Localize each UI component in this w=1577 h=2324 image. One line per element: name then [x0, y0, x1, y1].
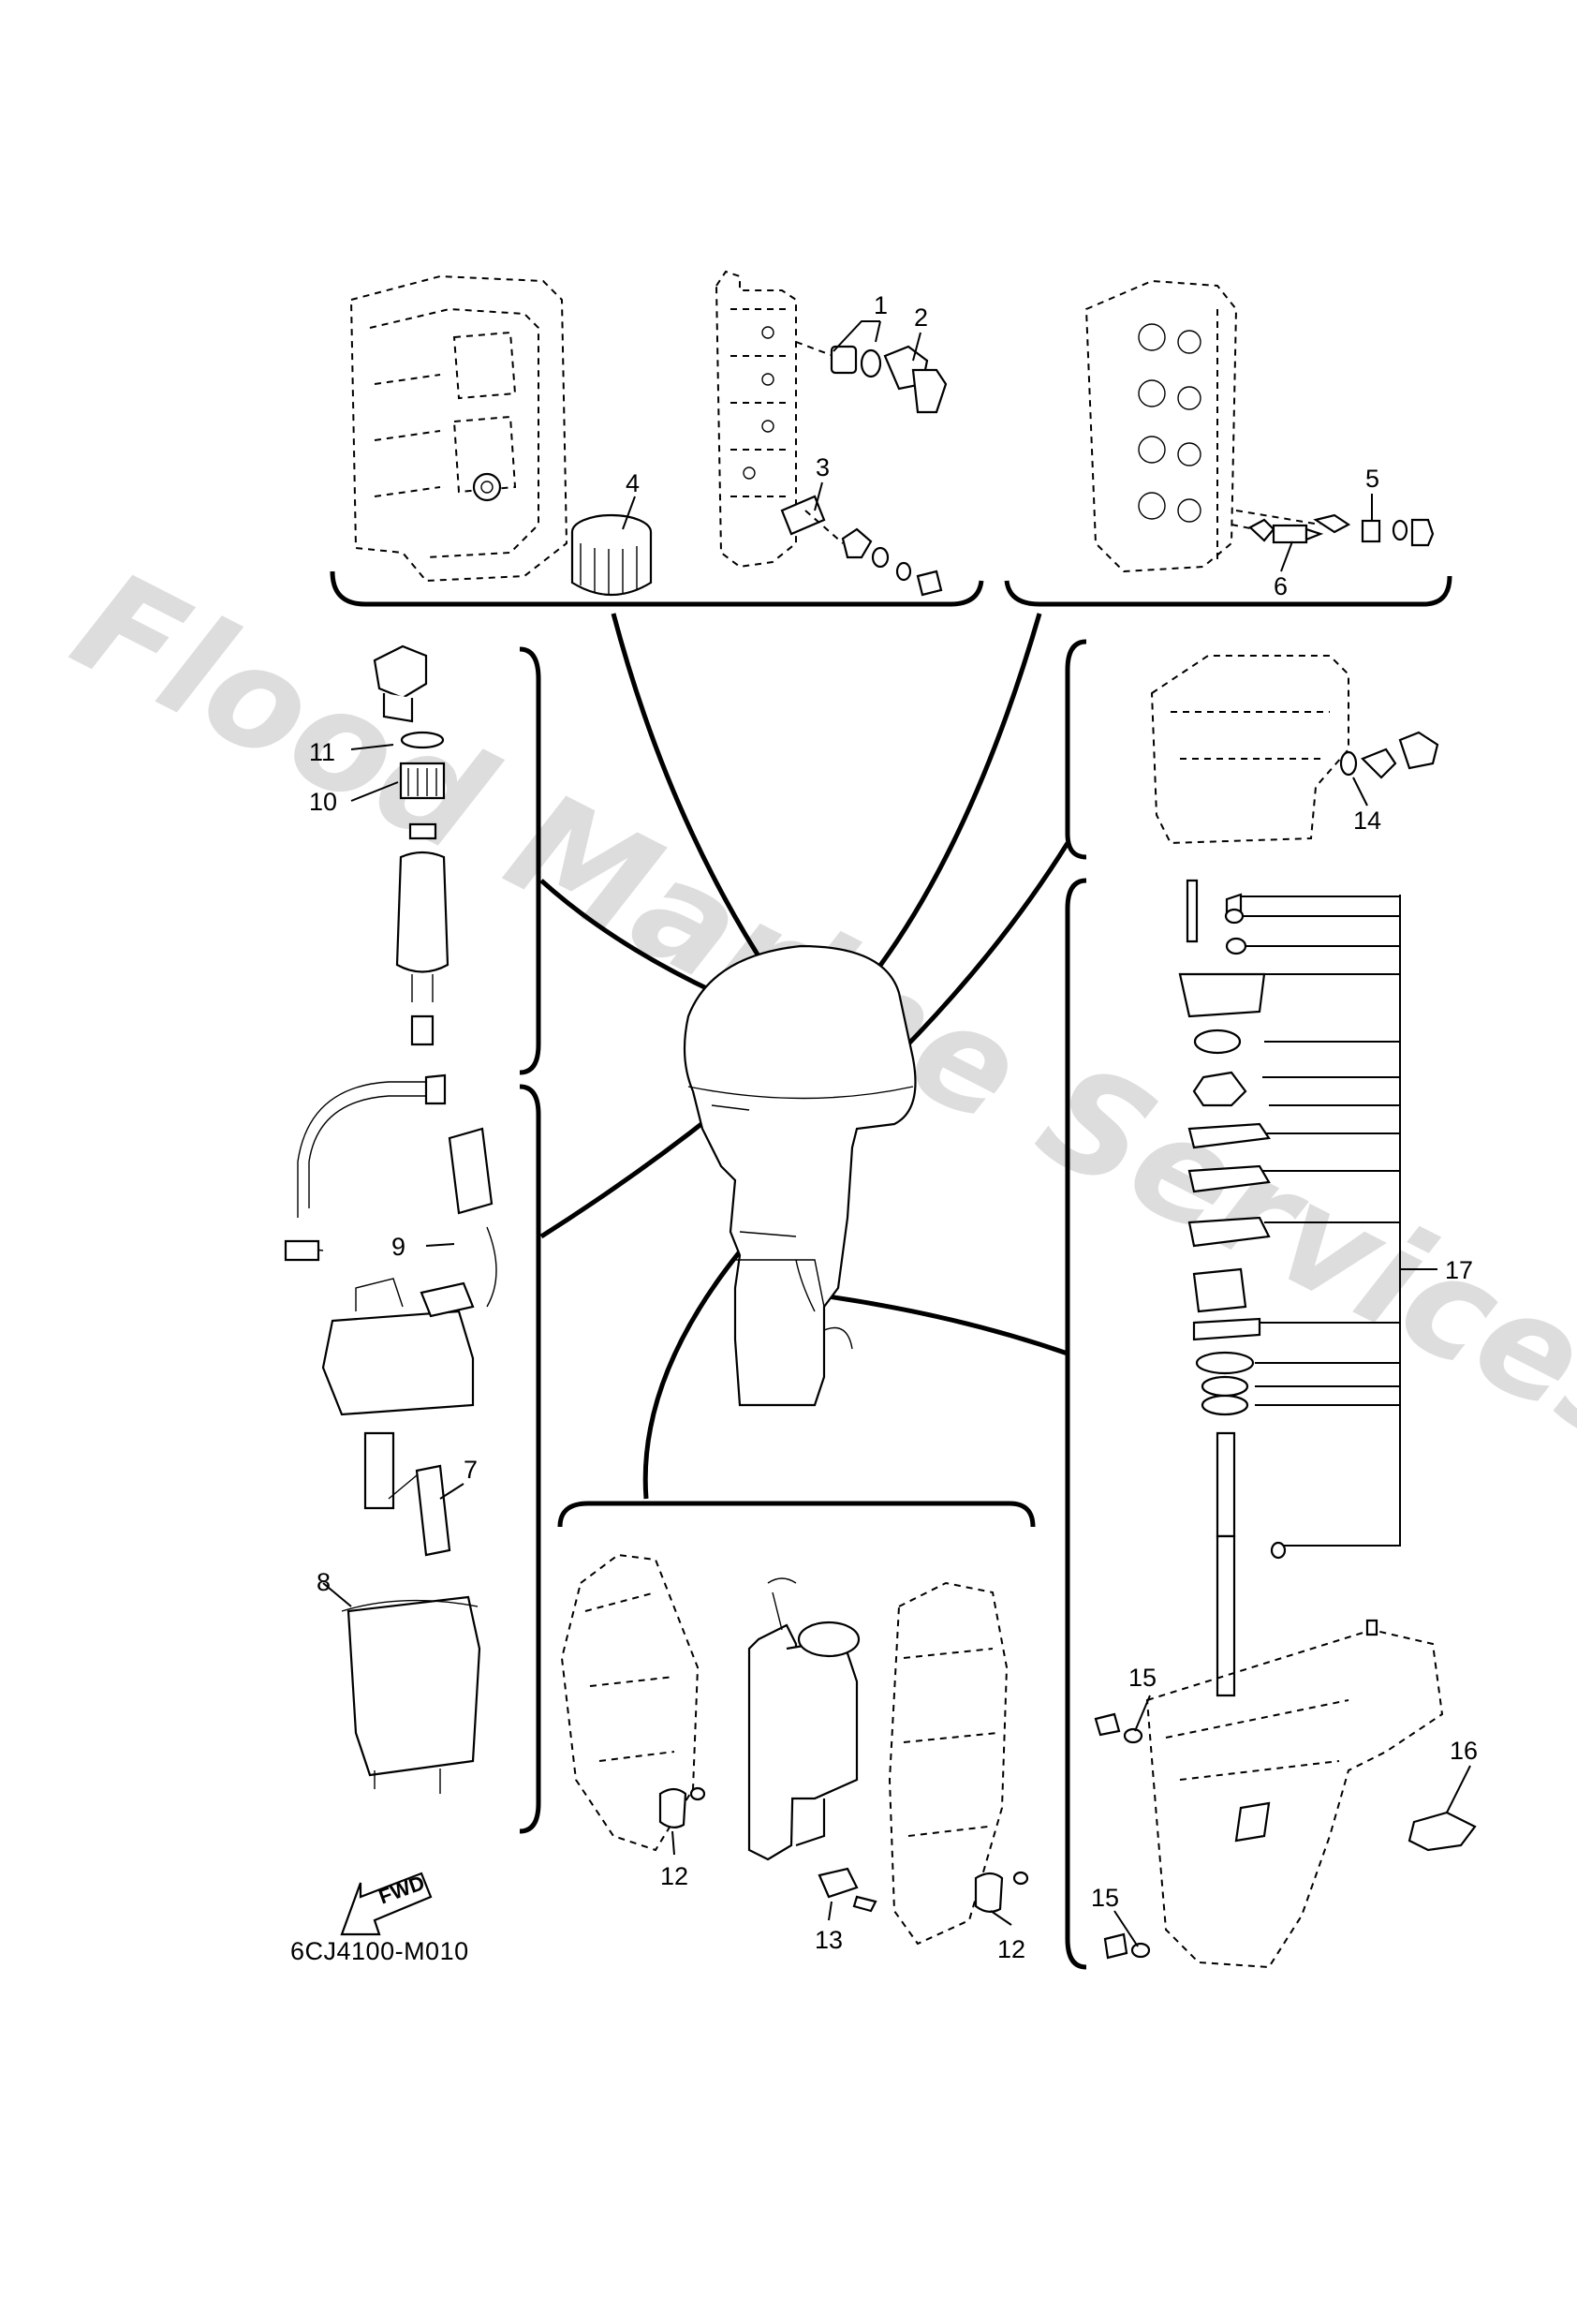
callout-14: 14 [1353, 807, 1381, 835]
callout-17: 17 [1445, 1256, 1473, 1284]
callout-8: 8 [317, 1568, 331, 1596]
callout-9: 9 [391, 1233, 405, 1261]
diagram-code: 6CJ4100-M010 [290, 1937, 469, 1965]
callout-1: 1 [874, 291, 888, 319]
anode-part [780, 495, 943, 597]
callout-10: 10 [309, 788, 337, 816]
cylinder-block-left [349, 274, 568, 583]
sender-part [1313, 513, 1435, 547]
callout-16: 16 [1450, 1737, 1478, 1765]
callout-leaders [322, 320, 1471, 1947]
callout-7: 7 [464, 1456, 478, 1484]
gearcase-part [1094, 1619, 1477, 1969]
callout-4: 4 [626, 469, 640, 497]
section-brackets [330, 570, 1452, 1970]
trim-tab-parts [658, 1786, 1029, 1913]
callout-12b: 12 [997, 1935, 1025, 1963]
thermostat-part [795, 341, 948, 414]
lower-case-part [1150, 655, 1439, 845]
fwd-arrow: FWD [340, 1871, 433, 1936]
callout-2: 2 [914, 303, 928, 332]
callout-labels: 1 2 3 4 5 6 7 8 9 10 11 12 12 13 14 15 1… [309, 291, 1478, 1963]
callout-13: 13 [815, 1926, 843, 1954]
clamp-bracket-right [888, 1581, 1009, 1946]
spark-plug-part [1231, 510, 1324, 544]
vapor-separator-assembly [284, 1073, 497, 1794]
callout-15a: 15 [1128, 1664, 1157, 1692]
trim-tilt-unit [747, 1577, 861, 1861]
oil-filter-part [570, 513, 653, 597]
callout-5: 5 [1365, 465, 1379, 493]
callout-6: 6 [1274, 572, 1288, 600]
cylinder-head-part [1084, 279, 1238, 573]
callout-15b: 15 [1091, 1884, 1119, 1912]
exhaust-cover-part [715, 270, 797, 569]
fuel-filter-assembly [373, 644, 450, 1046]
callout-12a: 12 [660, 1862, 688, 1890]
water-pump-parts [1178, 879, 1405, 1697]
outboard-motor-outline [683, 944, 917, 1407]
callout-11: 11 [309, 738, 335, 766]
callout-3: 3 [816, 453, 830, 481]
